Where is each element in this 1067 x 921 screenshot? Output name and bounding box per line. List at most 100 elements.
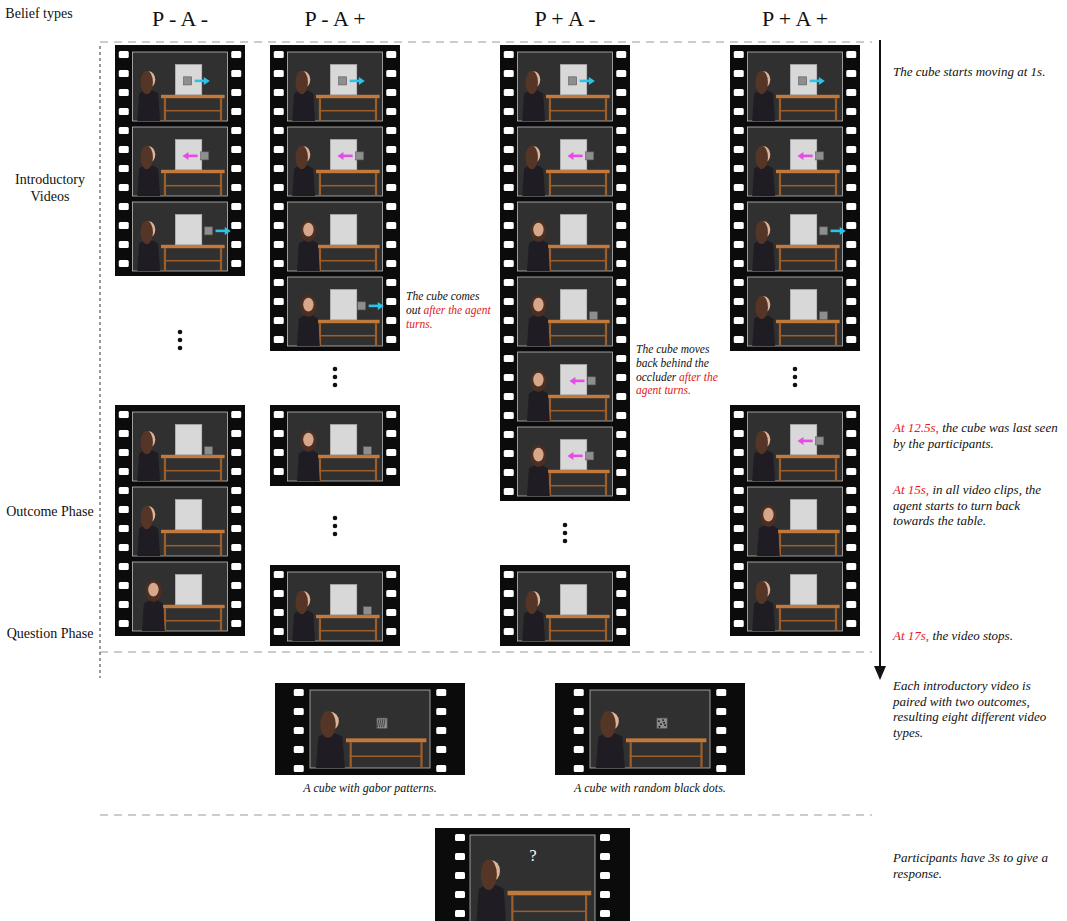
sprocket-hole (846, 70, 856, 77)
agent-face (303, 223, 313, 237)
sprocket-hole (734, 487, 744, 494)
sprocket-hole (386, 127, 396, 134)
sprocket-hole (504, 317, 514, 324)
sprocket-hole (734, 127, 744, 134)
cube (356, 152, 364, 160)
frame-background (133, 562, 228, 631)
gabor-stripe (382, 719, 384, 727)
sprocket-hole (846, 127, 856, 134)
table-rail (779, 185, 836, 187)
sprocket-hole (846, 620, 856, 627)
sprocket-hole (504, 431, 514, 438)
motion-arrowhead (797, 437, 803, 445)
frame-background (133, 487, 228, 556)
agent-hair (296, 591, 308, 614)
sprocket-hole (386, 411, 396, 418)
agent-hair (526, 591, 538, 614)
sprocket-hole (294, 708, 304, 715)
sprocket-hole (294, 727, 304, 734)
occluder (790, 424, 817, 454)
sprocket-hole (734, 336, 744, 343)
agent-hair (756, 71, 768, 94)
video-frame (518, 202, 613, 271)
sprocket-hole (455, 853, 465, 860)
sprocket-hole (616, 146, 626, 153)
sprocket-hole (504, 89, 514, 96)
table-rail (549, 485, 606, 487)
cube (589, 312, 597, 320)
table-leg (835, 458, 837, 481)
frame-background (288, 127, 383, 196)
sprocket-hole (119, 449, 129, 456)
table-rail (319, 185, 376, 187)
sprocket-hole (616, 260, 626, 267)
sprocket-hole (734, 184, 744, 191)
text-label: A cube with random black dots. (550, 781, 750, 795)
sprocket-hole (616, 571, 626, 578)
sprocket-hole (231, 165, 241, 172)
sprocket-hole (119, 563, 129, 570)
video-frame (748, 487, 843, 556)
sprocket-hole (574, 746, 584, 753)
sprocket-hole (616, 184, 626, 191)
gabor-stripe (379, 719, 381, 727)
sprocket-hole (846, 146, 856, 153)
sprocket-hole (504, 571, 514, 578)
label-text: P - A + (304, 6, 365, 31)
sprocket-hole (119, 146, 129, 153)
text-label: P + A + (725, 6, 865, 32)
agent-hair (481, 859, 497, 890)
text-label: Belief types (2, 6, 76, 23)
table-leg (835, 533, 837, 556)
table-rail (779, 260, 836, 262)
table-leg (605, 323, 607, 346)
sprocket-hole (846, 317, 856, 324)
sprocket-hole (734, 89, 744, 96)
sprocket-hole (734, 582, 744, 589)
film-strip (435, 828, 630, 921)
sprocket-hole (274, 203, 284, 210)
highlight-text: At 15s, (893, 482, 929, 497)
sprocket-hole (616, 628, 626, 635)
video-frame (288, 202, 383, 271)
sprocket-hole (600, 891, 610, 898)
video-frame (133, 487, 228, 556)
agent-hair (300, 220, 316, 242)
agent-hair (756, 581, 768, 604)
sprocket-hole (504, 374, 514, 381)
table-leg (605, 618, 607, 641)
sprocket-hole (119, 487, 129, 494)
table-leg (779, 248, 781, 271)
agent-hair (756, 431, 768, 454)
film-base (270, 45, 400, 351)
timeline-arrowhead (874, 666, 886, 680)
video-frame (133, 202, 231, 271)
video-frame (748, 412, 843, 481)
sprocket-hole (231, 506, 241, 513)
sprocket-hole (274, 609, 284, 616)
cube (657, 718, 667, 728)
film-base (435, 828, 630, 921)
dashed-divider (100, 651, 872, 652)
agent-body (527, 315, 550, 346)
sprocket-hole (274, 317, 284, 324)
table-rail (549, 110, 606, 112)
agent-body (757, 525, 780, 556)
sprocket-hole (231, 51, 241, 58)
sprocket-hole (504, 260, 514, 267)
sprocket-hole (274, 298, 284, 305)
table-rail (164, 260, 221, 262)
motion-arrowhead (182, 152, 188, 160)
table-top (161, 95, 225, 98)
table-top (546, 95, 610, 98)
sprocket-hole (119, 620, 129, 627)
video-frame (518, 572, 613, 641)
table-top (346, 738, 426, 742)
table-rail (779, 545, 836, 547)
table-leg (164, 173, 166, 196)
agent-hair (141, 431, 153, 454)
frame-background (518, 52, 613, 121)
motion-arrowhead (337, 152, 343, 160)
table-top (161, 530, 225, 533)
sprocket-hole (504, 628, 514, 635)
